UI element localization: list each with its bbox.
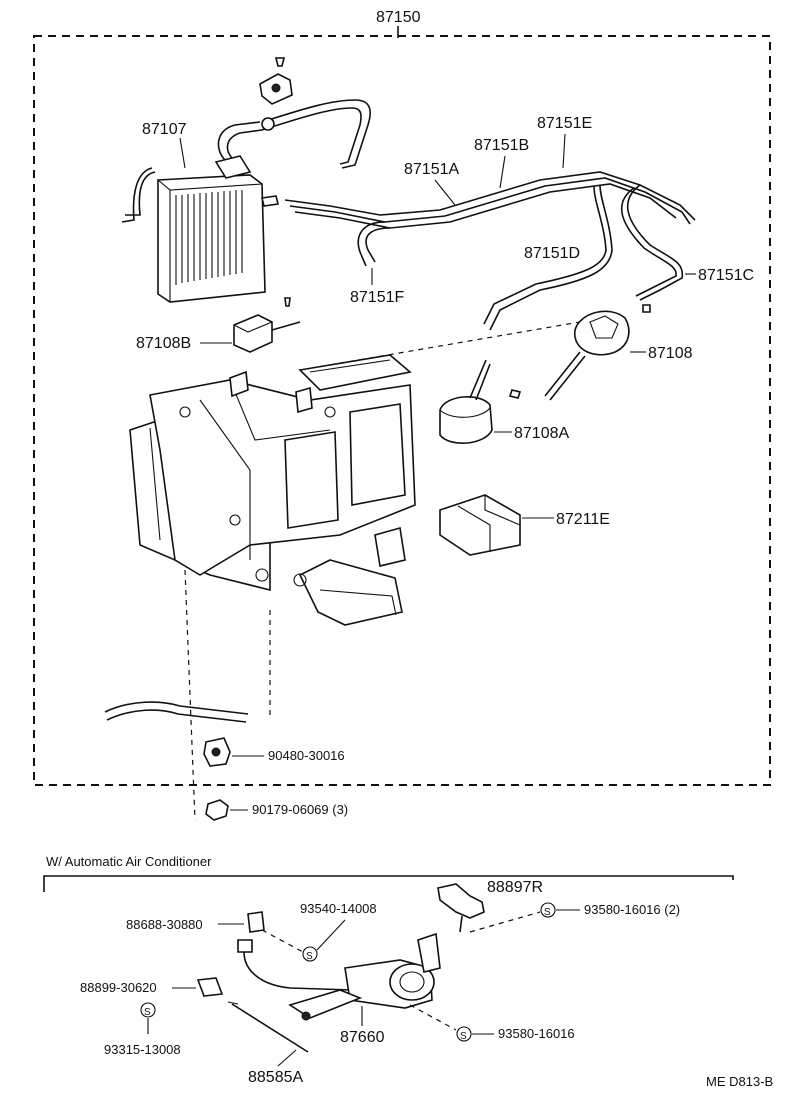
- actuator-87108A: [439, 359, 522, 445]
- label-87151E: 87151E: [537, 115, 592, 132]
- assembly-boundary: [33, 26, 771, 786]
- vacuum-tube-bundle: [261, 171, 696, 229]
- hose-87151F: [357, 221, 391, 267]
- label-87108A: 87108A: [514, 425, 569, 442]
- section-label: W/ Automatic Air Conditioner: [46, 854, 212, 869]
- svg-text:S: S: [544, 907, 551, 918]
- screw-93315: S: [140, 1002, 156, 1034]
- actuator-87108: [544, 304, 651, 401]
- label-88585A: 88585A: [248, 1069, 303, 1086]
- sensor-88897R: [437, 883, 485, 933]
- duct-87211E: [439, 494, 521, 556]
- screw-93580-b: S: [409, 1004, 472, 1042]
- screw-93580-a: S: [469, 902, 556, 933]
- label-93580-16016: 93580-16016: [498, 1026, 575, 1041]
- assembly-label: 87150: [376, 9, 421, 26]
- label-93540-14008: 93540-14008: [300, 901, 377, 916]
- label-87151C: 87151C: [698, 267, 754, 284]
- svg-text:S: S: [306, 951, 313, 962]
- grommet-90480: [203, 737, 231, 767]
- footer-code: ME D813-B: [706, 1074, 773, 1089]
- label-87151D: 87151D: [524, 245, 580, 262]
- tube-87151C: [620, 184, 684, 301]
- heater-unit: [129, 354, 416, 626]
- svg-text:S: S: [144, 1007, 151, 1018]
- bracket-88688: [247, 911, 265, 933]
- svg-text:S: S: [460, 1031, 467, 1042]
- bracket-88899: [196, 977, 224, 997]
- label-88897R: 88897R: [487, 879, 543, 896]
- screw-93540: S: [261, 919, 346, 962]
- rod-88585A: [227, 1001, 309, 1053]
- label-87660: 87660: [340, 1029, 385, 1046]
- label-90480-30016: 90480-30016: [268, 748, 345, 763]
- label-87108B: 87108B: [136, 335, 191, 352]
- label-88688-30880: 88688-30880: [126, 917, 203, 932]
- label-87211E: 87211E: [556, 511, 610, 528]
- label-87151F: 87151F: [350, 289, 404, 306]
- drain-hose: [104, 569, 271, 821]
- actuator-87108B: [233, 297, 301, 353]
- aspirator-87660: [288, 932, 441, 1021]
- heater-core: [121, 121, 266, 303]
- section-bracket: [43, 875, 734, 892]
- label-90179-06069: 90179-06069 (3): [252, 802, 348, 817]
- leader-dashed: [299, 321, 581, 371]
- label-87107: 87107: [142, 121, 187, 138]
- label-93315-13008: 93315-13008: [104, 1042, 181, 1057]
- label-87151A: 87151A: [404, 161, 459, 178]
- tube-87151D: [483, 184, 613, 331]
- label-87151B: 87151B: [474, 137, 529, 154]
- label-87108: 87108: [648, 345, 693, 362]
- upper-hose: [259, 57, 371, 169]
- label-93580-16016-2: 93580-16016 (2): [584, 902, 680, 917]
- label-88899-30620: 88899-30620: [80, 980, 157, 995]
- wire-harness: [237, 939, 353, 991]
- nut-90179: [205, 799, 229, 821]
